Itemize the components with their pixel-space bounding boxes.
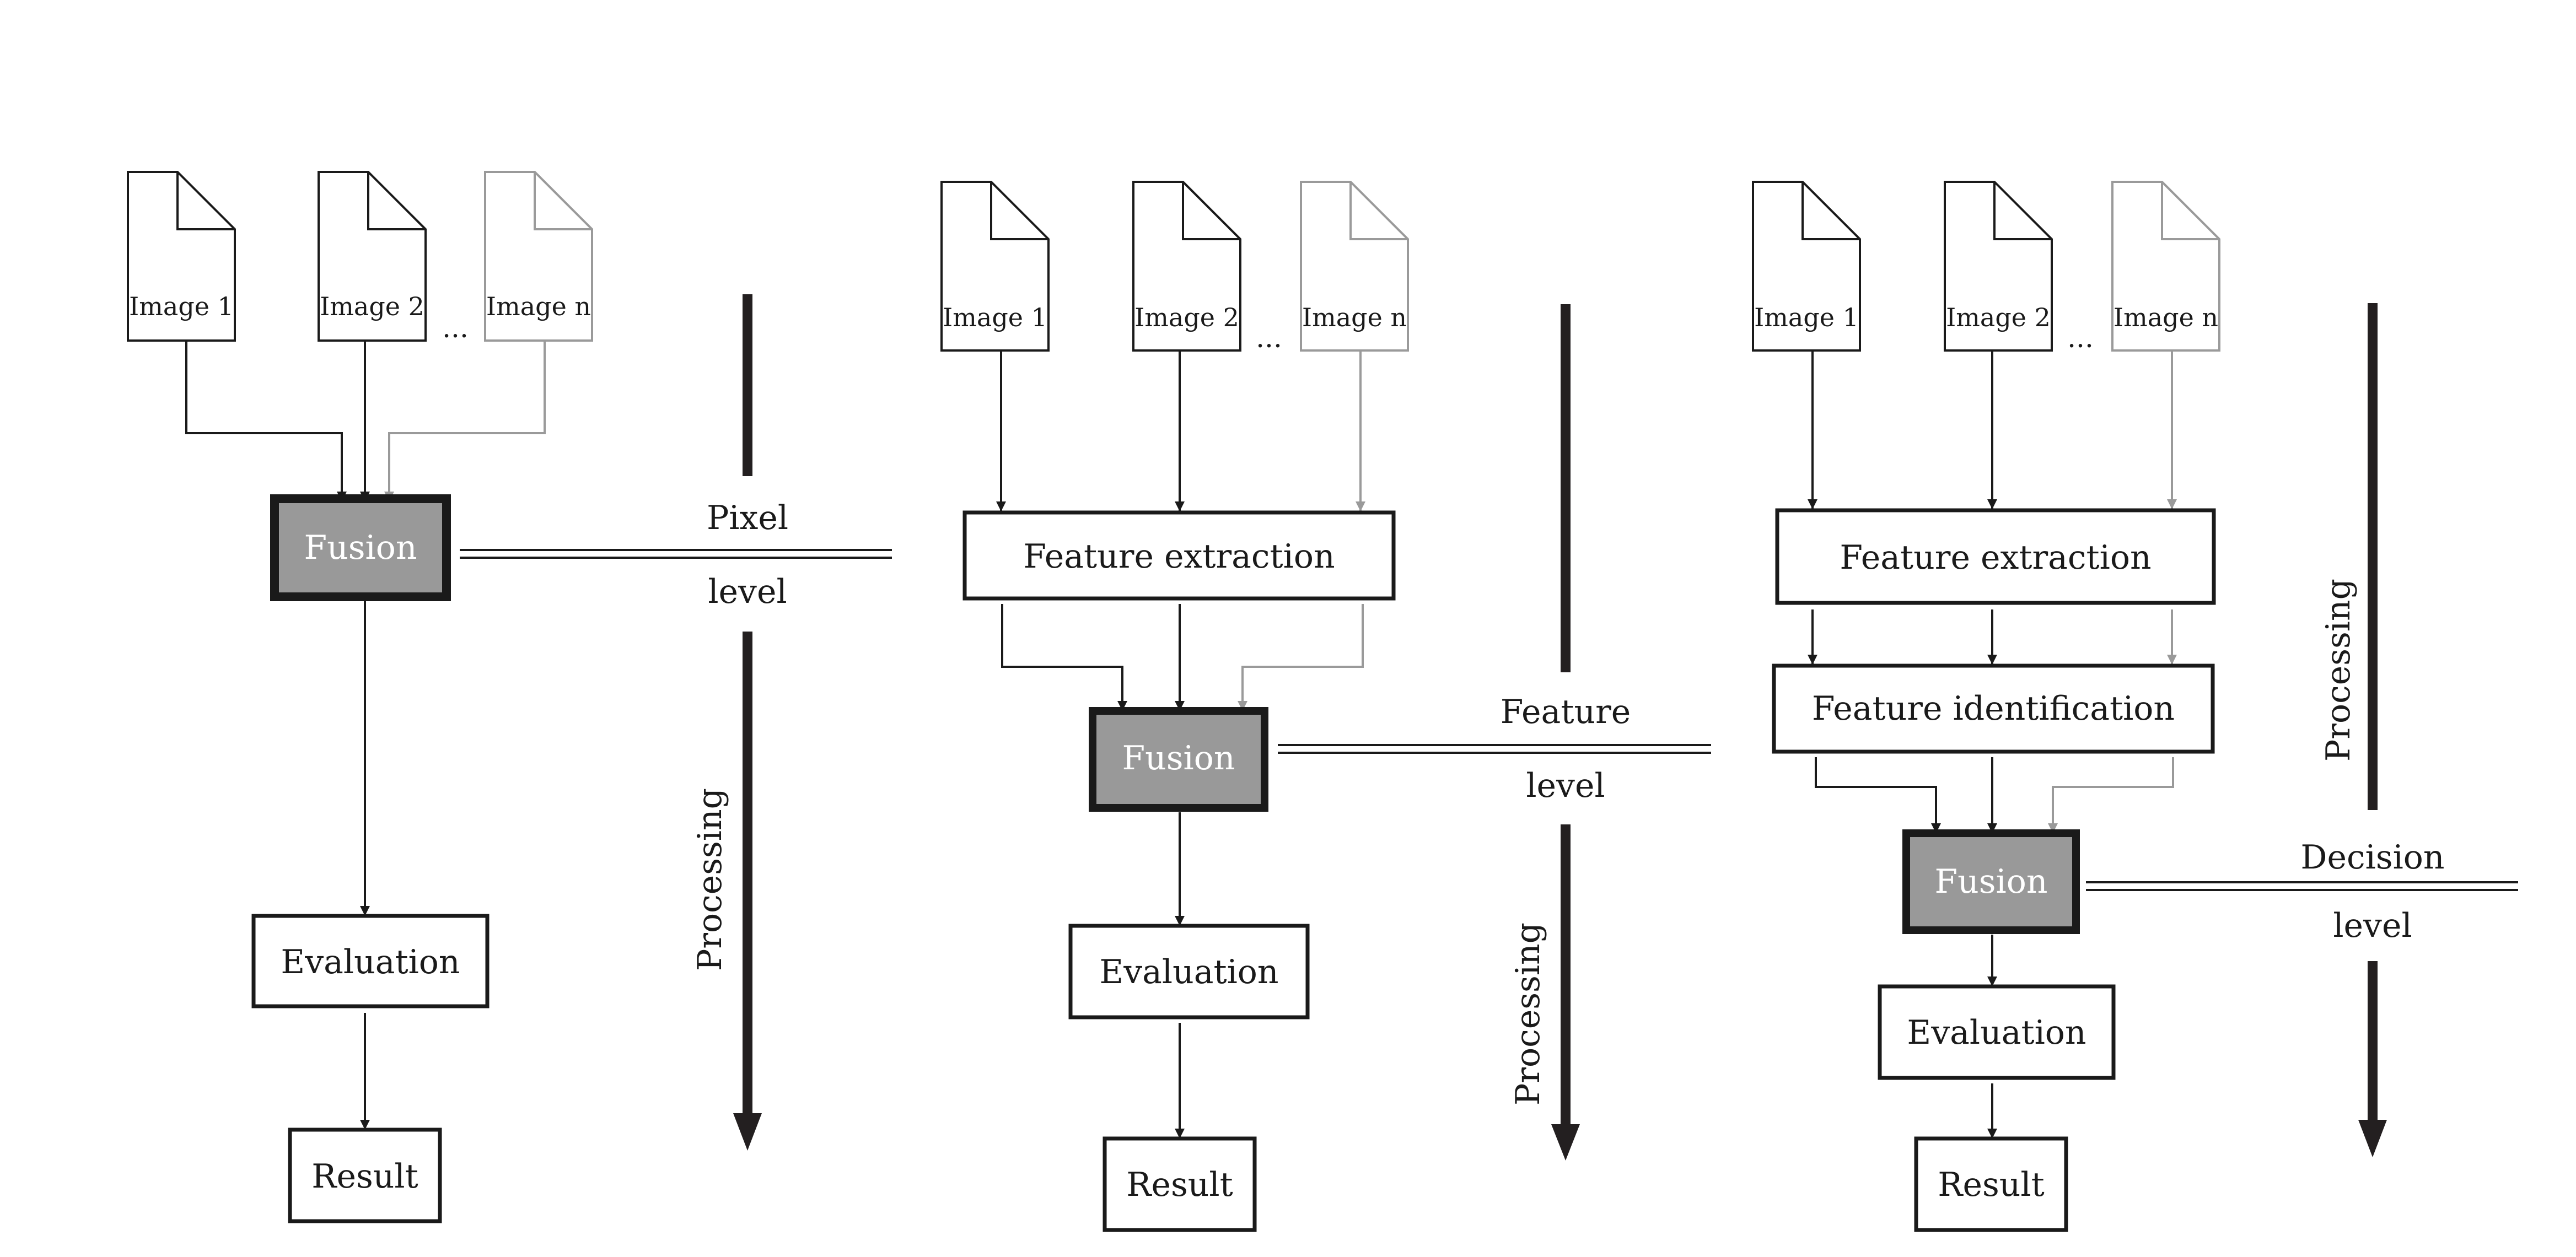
image-1-label: Image 1: [943, 303, 1047, 332]
fusion-label: Fusion: [1122, 739, 1235, 778]
processing-arrowhead: [1551, 1124, 1580, 1161]
evaluation-label: Evaluation: [1099, 953, 1278, 991]
feature-extraction-box: [1775, 508, 2216, 605]
result-box: [1914, 1136, 2068, 1232]
level-label-top: Feature: [1501, 693, 1631, 731]
ellipsis: ...: [2067, 322, 2094, 354]
image-2-document: Image 2: [318, 171, 427, 342]
result-box: [288, 1127, 442, 1223]
document-icon: [484, 171, 593, 342]
image-2-label: Image 2: [1134, 303, 1239, 332]
result-label: Result: [1938, 1166, 2044, 1204]
document-fold: [1182, 182, 1240, 240]
image-n-document: Image n: [484, 171, 593, 342]
processing-arrowhead: [2358, 1120, 2387, 1157]
document-icon: [1752, 181, 1861, 352]
document-fold: [534, 172, 592, 230]
level-double-line: [1278, 744, 1711, 754]
result-box: [1103, 1136, 1257, 1232]
document-fold: [1349, 182, 1408, 240]
document-fold: [990, 182, 1048, 240]
document-fold: [1993, 182, 2052, 240]
image-n-label: Image n: [2113, 303, 2218, 332]
connector-identification-fusion-1: [1815, 757, 1941, 833]
panel-decision-level: Image 1 Image 2 ... Image n Feature extr…: [1752, 181, 2518, 1232]
image-1-document: Image 1: [127, 171, 236, 342]
connector-image-n: [384, 342, 546, 501]
document-fold: [2161, 182, 2219, 240]
feature-identification-box: [1772, 663, 2215, 754]
processing-arrowhead: [733, 1113, 762, 1151]
processing-bar-lower: [2368, 961, 2378, 1121]
level-label-top: Decision: [2300, 838, 2444, 877]
panel-feature-level: Image 1 Image 2 ... Image n Feature extr…: [940, 181, 1711, 1232]
image-2-document: Image 2: [1944, 181, 2053, 352]
evaluation-box: [1878, 984, 2116, 1080]
connector-extraction-fusion-n: [1238, 604, 1364, 711]
evaluation-label: Evaluation: [1907, 1013, 2086, 1052]
image-n-label: Image n: [486, 292, 591, 321]
level-double-line: [460, 549, 892, 559]
level-label-bottom: level: [708, 573, 787, 611]
image-1-document: Image 1: [940, 181, 1050, 352]
image-n-label: Image n: [1302, 303, 1407, 332]
document-icon: [318, 171, 427, 342]
fusion-label: Fusion: [1934, 862, 2047, 901]
image-2-label: Image 2: [1946, 303, 2051, 332]
image-2-label: Image 2: [320, 292, 424, 321]
processing-label: Processing: [691, 788, 729, 971]
connector-identification-fusion-n: [2048, 757, 2174, 833]
fusion-box: [270, 494, 451, 601]
processing-bar-lower: [743, 632, 752, 1116]
level-label-bottom: level: [1526, 767, 1605, 805]
document-fold: [1801, 182, 1860, 240]
fusion-label: Fusion: [304, 528, 417, 567]
document-icon: [1300, 181, 1409, 352]
image-1-label: Image 1: [1754, 303, 1859, 332]
processing-bar-upper: [1561, 304, 1571, 672]
processing-bar-lower: [1561, 824, 1571, 1126]
level-double-line: [2086, 881, 2518, 891]
document-icon: [127, 171, 236, 342]
panel-pixel-level: Image 1 Image 2 ... Image n Fusion Evalu…: [127, 171, 892, 1223]
document-fold: [176, 172, 235, 230]
evaluation-box: [251, 914, 490, 1008]
document-icon: [1132, 181, 1241, 352]
image-1-document: Image 1: [1752, 181, 1861, 352]
connector-extraction-fusion-1: [1001, 604, 1127, 711]
processing-bar-upper: [743, 294, 752, 476]
document-fold: [367, 172, 426, 230]
processing-label: Processing: [2319, 579, 2358, 762]
processing-bar-upper: [2368, 303, 2378, 810]
document-icon: [2111, 181, 2220, 352]
processing-label: Processing: [1509, 922, 1547, 1105]
evaluation-label: Evaluation: [281, 943, 460, 981]
level-label-top: Pixel: [707, 499, 788, 537]
result-label: Result: [1126, 1166, 1233, 1204]
document-icon: [940, 181, 1050, 352]
feature-extraction-box: [962, 510, 1396, 601]
result-label: Result: [311, 1157, 418, 1196]
ellipsis: ...: [442, 312, 469, 344]
image-1-label: Image 1: [129, 292, 234, 321]
fusion-box: [1089, 707, 1268, 812]
image-n-document: Image n: [2111, 181, 2220, 352]
evaluation-box: [1068, 924, 1310, 1019]
document-icon: [1944, 181, 2053, 352]
image-2-document: Image 2: [1132, 181, 1241, 352]
image-n-document: Image n: [1300, 181, 1409, 352]
connector-image-1: [185, 342, 347, 501]
ellipsis: ...: [1256, 322, 1282, 354]
feature-extraction-label: Feature extraction: [1023, 537, 1335, 576]
level-label-bottom: level: [2333, 907, 2412, 945]
feature-identification-label: Feature identification: [1812, 689, 2175, 728]
feature-extraction-label: Feature extraction: [1840, 538, 2151, 577]
fusion-box: [1902, 829, 2080, 934]
